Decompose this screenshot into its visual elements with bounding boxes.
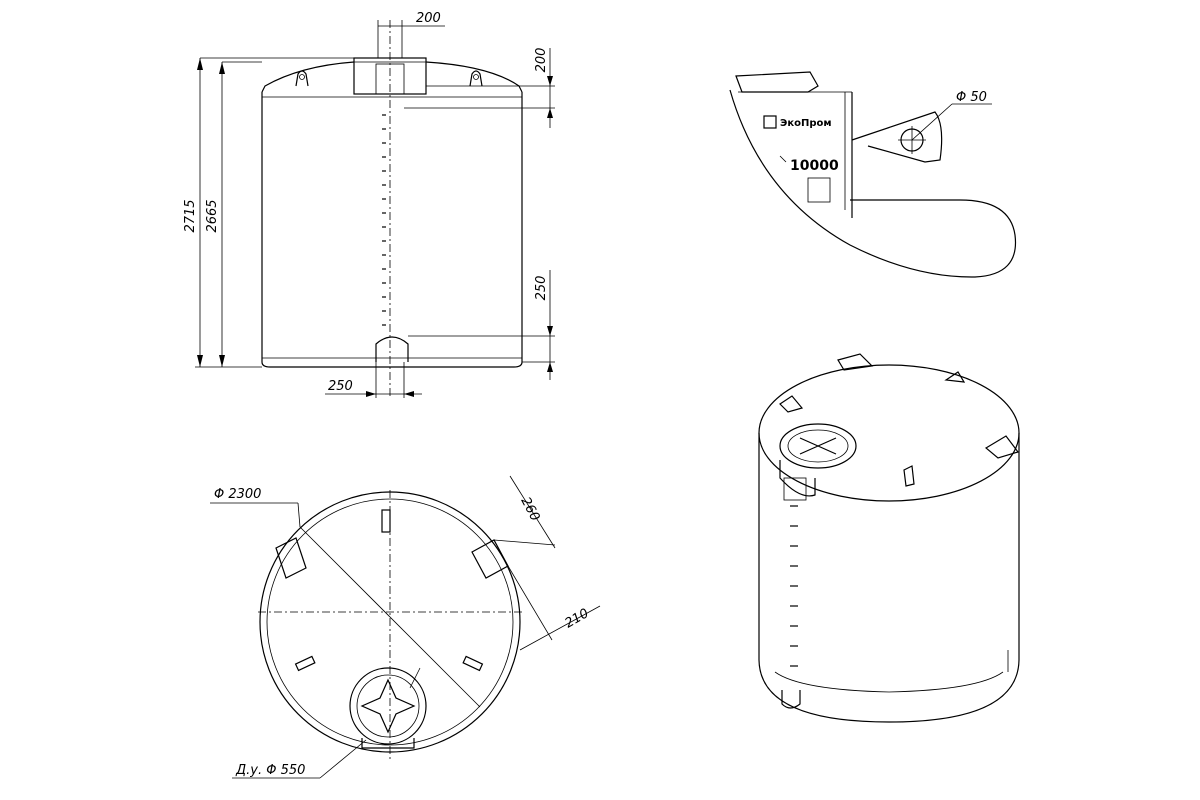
- dim-label-260: 260: [517, 495, 542, 524]
- iso-lug-top: [837, 353, 874, 371]
- iso-level-scale: [790, 505, 798, 667]
- dim-label-200-height: 200: [534, 48, 549, 73]
- tank-roof: [261, 61, 523, 93]
- top-view: Φ 2300 260 210 Д.у. Φ 550: [210, 475, 601, 779]
- leader-manhole: [319, 739, 367, 779]
- dim-line-260: [509, 475, 556, 549]
- iso-label-plate: [783, 477, 807, 501]
- dim-label-250-width: 250: [328, 379, 353, 394]
- iso-fitting: [903, 465, 915, 487]
- front-view: 2715 2665 200 200 250 250: [183, 11, 555, 398]
- dim-label-210: 210: [563, 606, 592, 631]
- dim-line-210: [507, 565, 553, 641]
- lifting-lug-right: [469, 70, 483, 87]
- brand-logo-icon: [763, 115, 777, 129]
- lug-left: [275, 537, 307, 579]
- dim-label-diameter: Φ 2300: [214, 487, 261, 502]
- model-label: 10000: [790, 158, 839, 174]
- iso-base-line: [774, 671, 1004, 693]
- dim-label-2715: 2715: [183, 199, 198, 232]
- iso-hatch-handle: [799, 437, 837, 455]
- dim-label-eye-hole: Φ 50: [956, 90, 987, 105]
- level-scale: [382, 114, 386, 326]
- isometric-view: [758, 353, 1020, 723]
- iso-hatch-inner: [787, 429, 849, 463]
- lifting-lug-left: [295, 70, 309, 87]
- iso-lug-top-right: [944, 371, 966, 383]
- brand-label: ЭкоПром: [780, 118, 832, 129]
- detail-lifting-lug: [851, 111, 943, 163]
- tank-body-outline: [261, 92, 523, 368]
- manhole-cross-handle: [360, 678, 416, 734]
- detail-view: Φ 50 ЭкоПром 10000: [729, 71, 1017, 278]
- dim-label-manhole: Д.у. Φ 550: [235, 763, 305, 778]
- lifting-lug-left-hole: [299, 74, 305, 80]
- tank-top-inner: [266, 498, 514, 746]
- iso-top-ellipse: [758, 364, 1020, 502]
- dim-label-200-width: 200: [416, 11, 441, 26]
- dim-label-250-height: 250: [534, 276, 549, 301]
- manhole-outer: [349, 667, 427, 745]
- iso-body: [758, 433, 1020, 723]
- detail-lid: [735, 71, 819, 93]
- iso-lug-right: [984, 435, 1019, 459]
- iso-neck-front: [779, 460, 816, 497]
- iso-outlet: [781, 690, 801, 709]
- manhole-inner: [356, 674, 420, 738]
- dim-label-2665: 2665: [205, 199, 220, 232]
- lug-top: [381, 509, 391, 533]
- outlet-fitting: [375, 336, 409, 362]
- leader-eye-hole: [911, 103, 953, 141]
- iso-hatch-lid: [779, 423, 857, 469]
- detail-section-outline: [729, 89, 1017, 278]
- lug-bottom-left: [294, 655, 316, 672]
- diameter-line: [299, 526, 481, 708]
- lug-bottom-right: [462, 655, 484, 672]
- iso-lug-left: [779, 395, 804, 413]
- lifting-lug-right-hole: [473, 74, 479, 80]
